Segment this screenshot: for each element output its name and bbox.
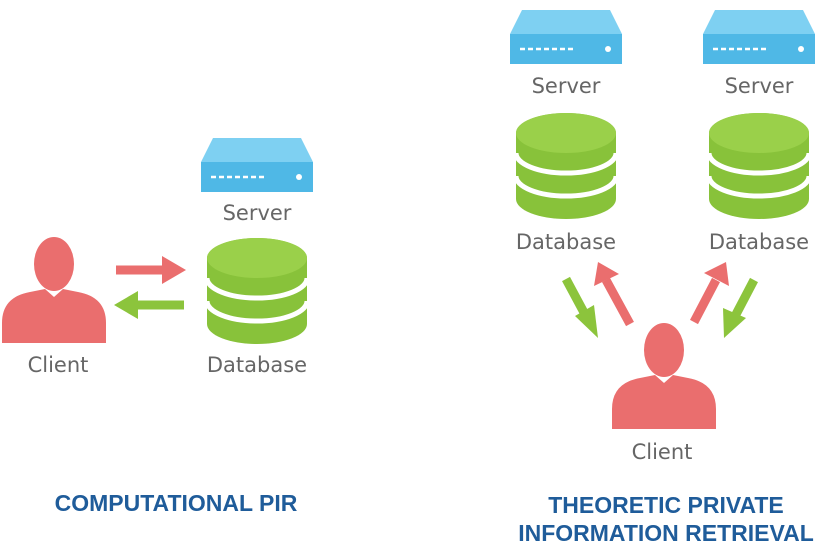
theoretic-pir-panel: Server Server Database Database Client (508, 8, 817, 546)
server-icon (508, 8, 624, 66)
database-icon (207, 238, 307, 344)
server-icon (199, 136, 315, 194)
database-1-label: Database (516, 230, 616, 254)
request-arrow-icon (594, 262, 634, 327)
response-arrow-icon (562, 276, 598, 338)
computational-pir-panel: Server Database Client COMPUTATIONAL PIR (2, 136, 315, 516)
computational-pir-title: COMPUTATIONAL PIR (55, 490, 298, 516)
database-icon (709, 113, 809, 219)
database-icon (516, 113, 616, 219)
server-icon (701, 8, 817, 66)
database-label: Database (207, 353, 307, 377)
response-arrow-icon (723, 277, 758, 338)
theoretic-pir-title-line-2: INFORMATION RETRIEVAL (518, 520, 814, 546)
request-arrow-icon (116, 256, 186, 284)
server-2-label: Server (725, 74, 794, 98)
database-2-label: Database (709, 230, 809, 254)
theoretic-pir-title-line-1: THEORETIC PRIVATE (548, 492, 784, 518)
client-label: Client (28, 353, 89, 377)
client-label: Client (632, 440, 693, 464)
client-person-icon (2, 237, 106, 343)
request-arrow-icon (690, 262, 729, 325)
server-label: Server (223, 201, 292, 225)
response-arrow-icon (114, 291, 184, 319)
server-1-label: Server (532, 74, 601, 98)
client-person-icon (612, 323, 716, 429)
